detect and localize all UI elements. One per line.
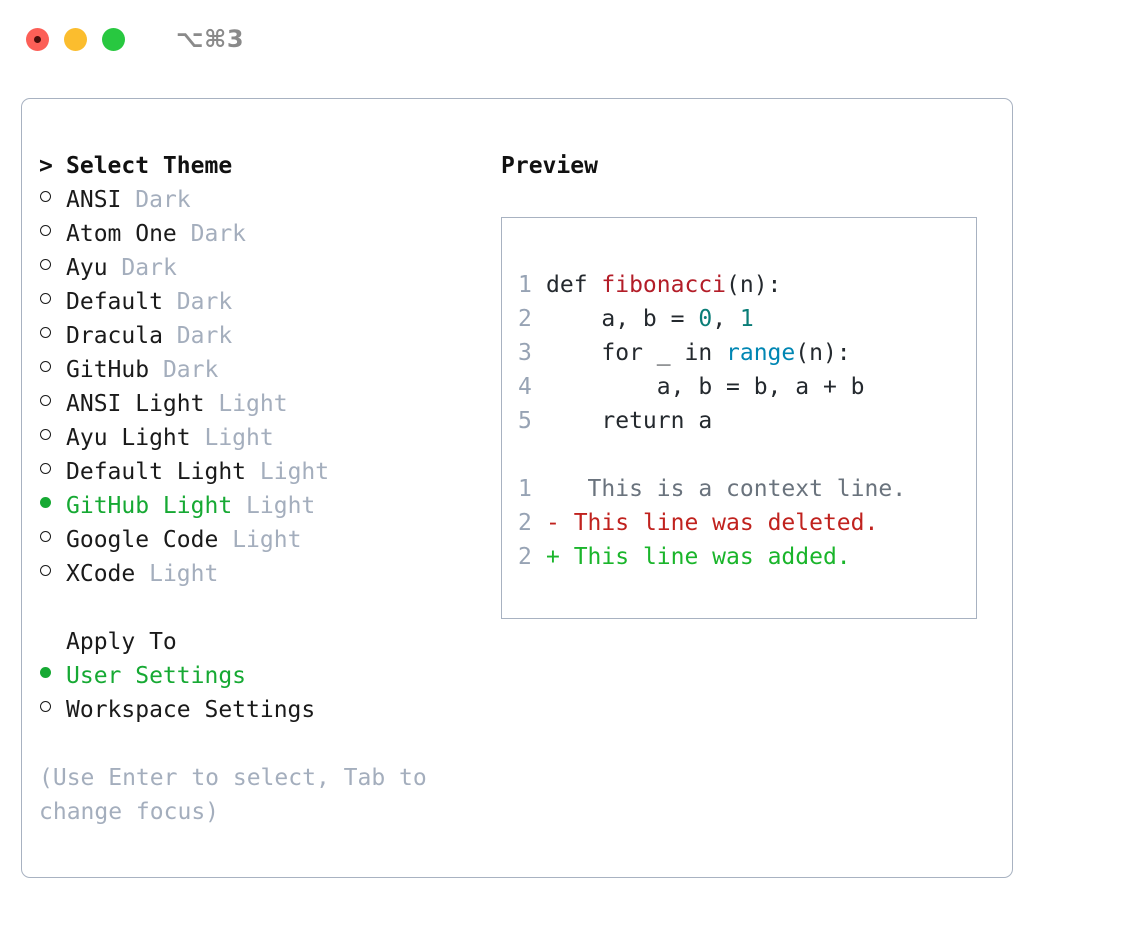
theme-option-variant: Dark	[121, 255, 177, 281]
apply-to-option-label: Workspace Settings	[66, 697, 316, 723]
diff-line-number: 2	[518, 510, 532, 536]
theme-option-ansi-light[interactable]: ANSI Light Light	[39, 387, 499, 421]
apply-to-option-user-settings[interactable]: User Settings	[39, 659, 499, 693]
code-line: 2 a, b = 0, 1	[518, 302, 970, 336]
theme-option-ayu-light[interactable]: Ayu Light Light	[39, 421, 499, 455]
theme-option-google-code[interactable]: Google Code Light	[39, 523, 499, 557]
code-token-plain: (n):	[795, 340, 851, 366]
theme-option-label: ANSI	[66, 187, 122, 213]
theme-option-label: Default Light	[66, 459, 247, 485]
close-button[interactable]	[26, 27, 49, 51]
apply-to-option-label: User Settings	[66, 663, 247, 689]
theme-option-variant: Dark	[176, 289, 233, 315]
theme-option-ansi[interactable]: ANSI Dark	[39, 183, 499, 217]
apply-to-option-workspace-settings[interactable]: Workspace Settings	[39, 693, 499, 727]
window-controls	[26, 27, 125, 51]
code-line: 4 a, b = b, a + b	[518, 370, 970, 404]
preview-title: Preview	[501, 153, 598, 179]
theme-option-variant: Light	[246, 493, 316, 519]
theme-option-variant: Light	[149, 561, 219, 587]
theme-option-variant: Light	[259, 459, 330, 485]
theme-option-label: Ayu	[66, 255, 108, 281]
keyboard-hint: (Use Enter to select, Tab to change focu…	[39, 765, 441, 825]
code-token-num: 1	[739, 306, 754, 332]
theme-option-variant: Dark	[162, 357, 219, 383]
theme-option-label: Google Code	[66, 527, 219, 553]
theme-option-label: Dracula	[66, 323, 163, 349]
code-line-number: 2	[518, 306, 532, 332]
theme-option-label: Default	[66, 289, 163, 315]
code-token-plain: a, b =	[546, 306, 699, 332]
theme-option-variant: Dark	[176, 323, 233, 349]
apply-to-label: Apply To	[66, 629, 177, 655]
code-token-plain: a, b = b, a + b	[546, 374, 865, 400]
diff-line-number: 2	[518, 544, 532, 570]
theme-option-default-light[interactable]: Default Light Light	[39, 455, 499, 489]
diff-line-text: This line was deleted.	[559, 510, 879, 536]
zoom-button[interactable]	[102, 27, 125, 51]
diff-line-ctx: 1 This is a context line.	[518, 472, 970, 506]
diff-line-text: This is a context line.	[559, 476, 907, 502]
code-token-fn: fibonacci	[601, 272, 727, 298]
minimize-button[interactable]	[64, 27, 87, 51]
code-line-number: 5	[518, 408, 532, 434]
hint-spacer	[39, 727, 499, 761]
theme-option-label: Ayu Light	[66, 425, 191, 451]
theme-option-label: Atom One	[66, 221, 177, 247]
theme-option-dracula[interactable]: Dracula Dark	[39, 319, 499, 353]
window-title-shortcut: ⌥⌘3	[176, 25, 245, 53]
code-line-number: 3	[518, 340, 532, 366]
code-line-number: 1	[518, 272, 532, 298]
code-line: 5 return a	[518, 404, 970, 438]
code-diff-gap	[518, 438, 970, 472]
theme-option-label: GitHub Light	[66, 493, 233, 519]
theme-option-default[interactable]: Default Dark	[39, 285, 499, 319]
code-token-plain: (n):	[726, 272, 782, 298]
theme-option-variant: Dark	[135, 187, 191, 213]
diff-marker: +	[546, 544, 560, 570]
code-token-plain: ,	[712, 306, 740, 332]
code-token-plain: def	[546, 272, 602, 298]
theme-option-xcode[interactable]: XCode Light	[39, 557, 499, 591]
diff-line-add: 2 + This line was added.	[518, 540, 970, 574]
diff-marker	[546, 472, 560, 506]
selection-caret-icon: >	[39, 153, 53, 179]
diff-marker: -	[546, 510, 560, 536]
theme-option-github[interactable]: GitHub Dark	[39, 353, 499, 387]
diff-line-number: 1	[518, 476, 532, 502]
code-token-call: range	[726, 340, 796, 366]
code-line: 1 def fibonacci(n):	[518, 268, 970, 302]
code-line: 3 for _ in range(n):	[518, 336, 970, 370]
theme-option-variant: Light	[232, 527, 302, 553]
code-token-plain: for _ in	[546, 340, 727, 366]
code-line-number: 4	[518, 374, 532, 400]
diff-line-text: This line was added.	[559, 544, 851, 570]
select-theme-header: > Select Theme	[39, 149, 499, 183]
theme-option-label: ANSI Light	[66, 391, 205, 417]
theme-option-atom-one[interactable]: Atom One Dark	[39, 217, 499, 251]
list-spacer	[39, 591, 499, 625]
code-token-plain: return a	[546, 408, 713, 434]
code-token-num: 0	[698, 306, 713, 332]
select-theme-label: Select Theme	[66, 153, 233, 179]
apply-to-header: Apply To	[39, 625, 499, 659]
theme-option-ayu[interactable]: Ayu Dark	[39, 251, 499, 285]
titlebar: ⌥⌘3	[0, 0, 1140, 78]
theme-option-variant: Light	[204, 425, 274, 451]
diff-line-del: 2- This line was deleted.	[518, 506, 970, 540]
theme-option-label: XCode	[66, 561, 136, 587]
theme-option-label: GitHub	[66, 357, 150, 383]
theme-option-variant: Light	[218, 391, 288, 417]
theme-option-variant: Dark	[190, 221, 247, 247]
theme-option-github-light[interactable]: GitHub Light Light	[39, 489, 499, 523]
diff-lines: 1 This is a context line.2- This line wa…	[518, 472, 970, 574]
